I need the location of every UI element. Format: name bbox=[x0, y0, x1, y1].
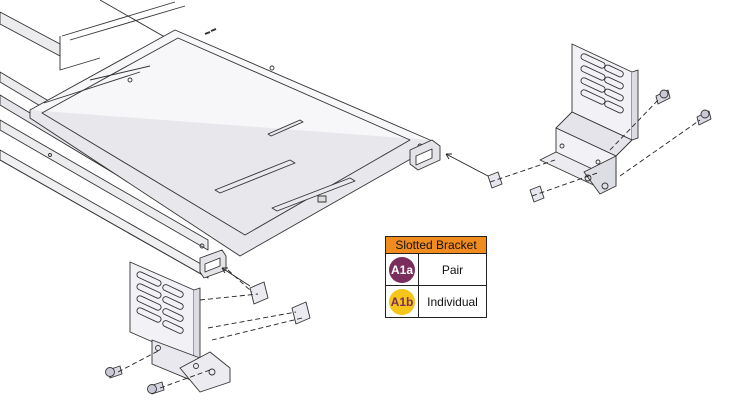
tray-plate bbox=[29, 28, 431, 257]
right-fasteners bbox=[487, 89, 712, 203]
rail-end-channels bbox=[199, 139, 441, 279]
legend-row-pair: A1a Pair bbox=[386, 254, 486, 286]
part-badge-a1b: A1b bbox=[389, 288, 415, 315]
right-slotted-bracket bbox=[539, 43, 639, 195]
assembly-lines bbox=[117, 97, 701, 389]
assembly-arrows bbox=[221, 153, 489, 287]
legend-label-individual: Individual bbox=[427, 294, 478, 309]
legend-row-individual: A1b Individual bbox=[386, 286, 486, 317]
left-fasteners bbox=[105, 281, 311, 395]
part-badge-a1a: A1a bbox=[389, 256, 415, 283]
legend-label-pair: Pair bbox=[441, 262, 464, 277]
left-slotted-bracket bbox=[129, 261, 231, 393]
slotted-bracket-legend: Slotted Bracket A1a Pair A1b Individual bbox=[385, 236, 487, 318]
legend-title: Slotted Bracket bbox=[386, 237, 486, 254]
